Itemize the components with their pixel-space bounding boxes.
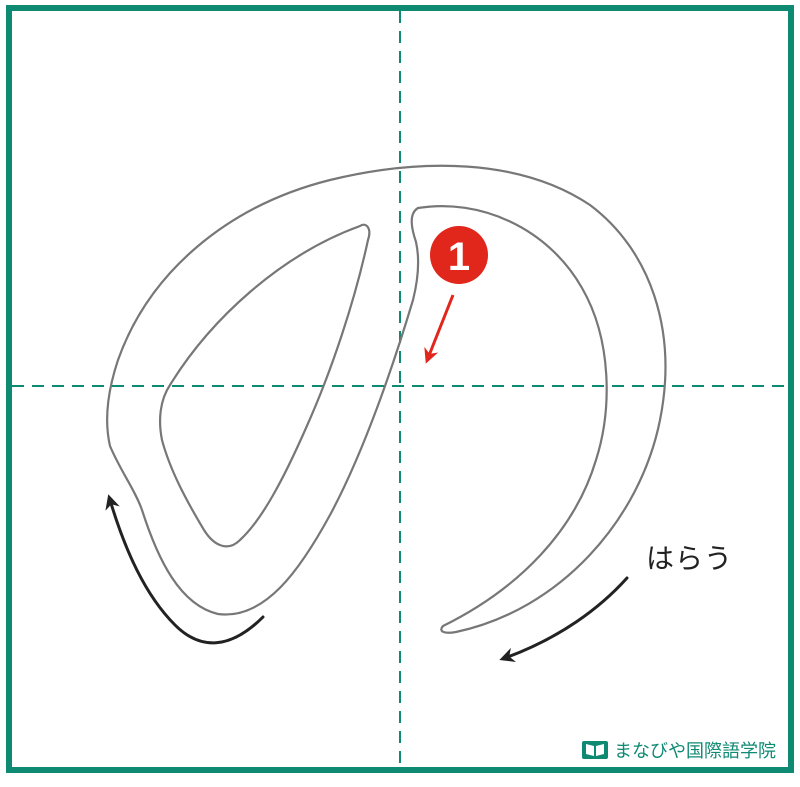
stroke-order-badge: 1 bbox=[430, 226, 488, 284]
brand-footer: まなびや国際語学院 bbox=[582, 737, 776, 763]
open-book-logo-icon bbox=[582, 741, 608, 759]
character-outline-inner bbox=[159, 223, 371, 548]
brand-name: まなびや国際語学院 bbox=[614, 741, 776, 762]
character-outline-outer bbox=[106, 164, 667, 634]
harau-sweep-arrow bbox=[499, 576, 629, 662]
harau-annotation: はらう bbox=[646, 542, 734, 575]
stroke-number-label: 1 bbox=[448, 235, 470, 279]
badge-circle bbox=[430, 226, 488, 284]
stroke-direction-arrow bbox=[424, 294, 455, 364]
upward-sweep-arrow bbox=[105, 494, 265, 645]
